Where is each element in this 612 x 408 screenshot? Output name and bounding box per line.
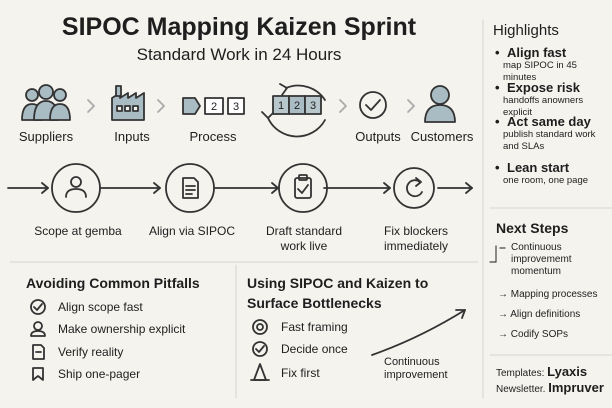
check-circle-icon [359,91,387,119]
sipoc-inputs: Inputs [114,129,150,144]
chevron-right-icon [339,99,347,113]
page-subtitle: Standard Work in 24 Hours [136,45,342,64]
next-step-item: Continuous improvememt momentum [511,242,572,277]
cycle-box-3: 3 [310,100,316,112]
page-title: SIPOC Mapping Kaizen Sprint [61,13,417,41]
person-icon [30,321,46,337]
pitfall-item: Align scope fast [58,300,143,314]
sipoc-suppliers: Suppliers [18,129,74,144]
highlight-item: Lean start one room, one page [493,160,611,187]
check-circle-icon [252,341,268,357]
bottleneck-item: Decide once [281,342,348,356]
next-step-item: → Codify SOPs [498,329,569,340]
cycle-box-2: 2 [294,100,300,112]
flow-step-4: Fix blockers immediately [383,224,449,253]
sipoc-process: Process [189,129,237,144]
rising-arrow [371,309,466,356]
footer-newsletter: Newsletter. Impruver [496,380,604,395]
next-steps-title: Next Steps [496,220,569,236]
check-circle-icon [30,299,46,315]
process-steps-icon [182,97,245,115]
footer-label: Newsletter. [496,384,546,395]
pitfall-item: Verify reality [58,345,124,359]
document-icon [32,344,45,360]
person-icon [65,176,87,198]
refresh-icon [406,177,423,198]
factory-icon [111,85,145,121]
bookmark-icon [32,367,44,381]
chevron-right-icon [407,99,415,113]
highlight-head: Lean start [493,160,611,175]
flow-circle-4 [393,167,435,209]
highlight-item: Act same day publish standard work and S… [493,114,611,153]
footer-value[interactable]: Impruver [548,380,604,395]
next-step-label: Align definitions [510,309,581,320]
pitfalls-title: Avoiding Common Pitfalls [26,275,200,291]
footer-templates: Templates: Lyaxis [496,364,587,379]
arrow-label: Continuous improvement [384,356,448,381]
highlight-head: Expose risk [493,80,611,95]
next-step-item: → Mapping processes [498,289,598,300]
document-icon [182,177,199,199]
next-step-label: Codify SOPs [510,329,569,340]
customer-icon [424,85,456,123]
flow-circle-3 [278,163,328,213]
highlight-sub: handoffs anowners explicit [503,95,584,118]
people-group-icon [21,84,71,121]
target-icon [252,319,268,335]
bottleneck-item: Fix first [281,366,320,380]
highlight-sub: publish standard work and SLAs [503,129,596,152]
bottlenecks-title: Using SIPOC and Kaizen to Surface Bottle… [247,275,429,311]
cycle-icon [261,83,326,138]
next-step-item: → Align definitions [498,309,581,320]
cone-icon [250,363,270,381]
flow-arrows [7,182,473,194]
cycle-box-1: 1 [278,100,284,112]
flow-step-3: Draft standard work live [265,224,343,253]
flow-circle-2 [165,163,215,213]
highlight-sub: map SIPOC in 45 minutes [503,60,577,83]
chevron-right-icon [157,99,165,113]
sipoc-outputs: Outputs [355,129,401,144]
process-box-3: 3 [233,101,239,113]
highlight-item: Align fast map SIPOC in 45 minutes [493,45,611,84]
chevron-right-icon [87,99,95,113]
footer-label: Templates: [496,368,545,379]
highlight-item: Expose risk handoffs anowners explicit [493,80,611,119]
highlight-sub: one room, one page [503,175,589,186]
highlights-title: Highlights [493,22,559,39]
pitfall-item: Ship one-pager [58,367,141,381]
footer-value[interactable]: Lyaxis [547,364,588,379]
flow-step-1: Scope at gemba [34,224,122,238]
pitfall-item: Make ownership explicit [58,322,186,336]
next-step-label: Mapping processes [510,289,598,300]
bottleneck-item: Fast framing [281,320,348,334]
flow-step-2: Align via SIPOC [148,224,236,238]
highlight-head: Align fast [493,45,611,60]
process-box-2: 2 [211,101,217,113]
sipoc-customers: Customers [410,129,474,144]
clipboard-check-icon [294,174,312,199]
highlight-head: Act same day [493,114,611,129]
flow-circle-1 [51,163,101,213]
